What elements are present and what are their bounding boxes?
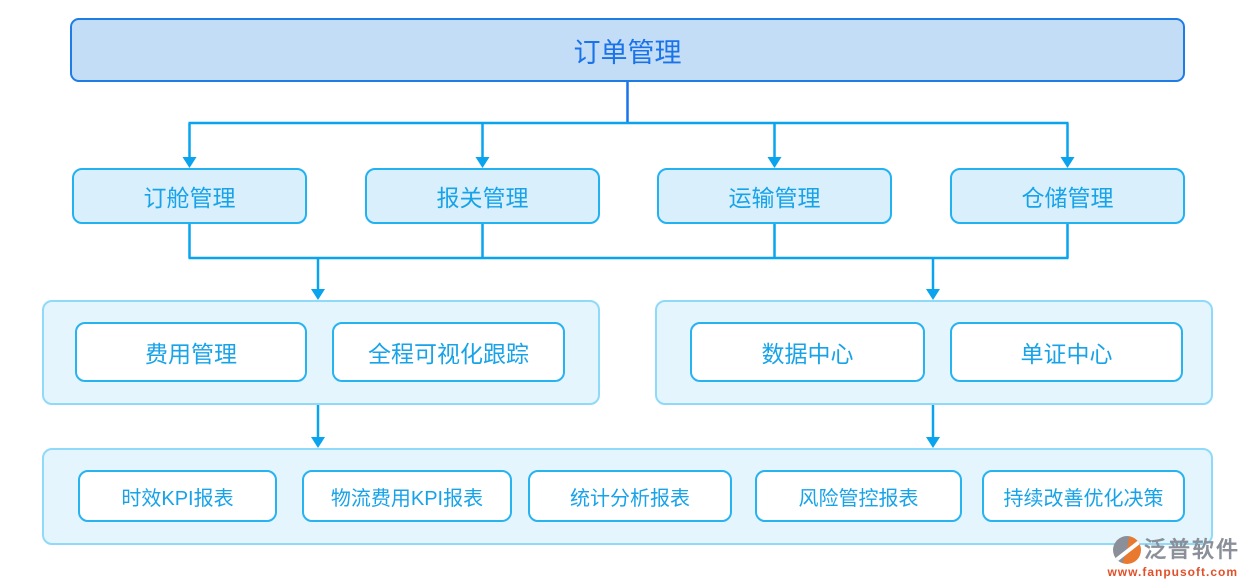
node-order-management: 订单管理 — [70, 18, 1185, 82]
node-data-center: 数据中心 — [690, 322, 925, 382]
node-cost-management: 费用管理 — [75, 322, 307, 382]
node-warehouse-management: 仓储管理 — [950, 168, 1185, 224]
node-document-center: 单证中心 — [950, 322, 1183, 382]
node-visual-tracking: 全程可视化跟踪 — [332, 322, 565, 382]
node-kpi-timeliness-report: 时效KPI报表 — [78, 470, 277, 522]
fanpu-logo-icon — [1112, 536, 1141, 564]
node-booking-management: 订舱管理 — [72, 168, 307, 224]
fanpu-watermark: 泛普软件 www.fanpusoft.com — [1107, 536, 1240, 578]
node-logistics-cost-kpi-report: 物流费用KPI报表 — [302, 470, 512, 522]
node-customs-management: 报关管理 — [365, 168, 600, 224]
node-transport-management: 运输管理 — [657, 168, 892, 224]
node-risk-control-report: 风险管控报表 — [755, 470, 962, 522]
fanpu-brand-text: 泛普软件 — [1143, 537, 1240, 562]
fanpu-url-text: www.fanpusoft.com — [1107, 565, 1238, 579]
node-continuous-improvement-report: 持续改善优化决策 — [982, 470, 1185, 522]
node-statistical-analysis-report: 统计分析报表 — [528, 470, 732, 522]
